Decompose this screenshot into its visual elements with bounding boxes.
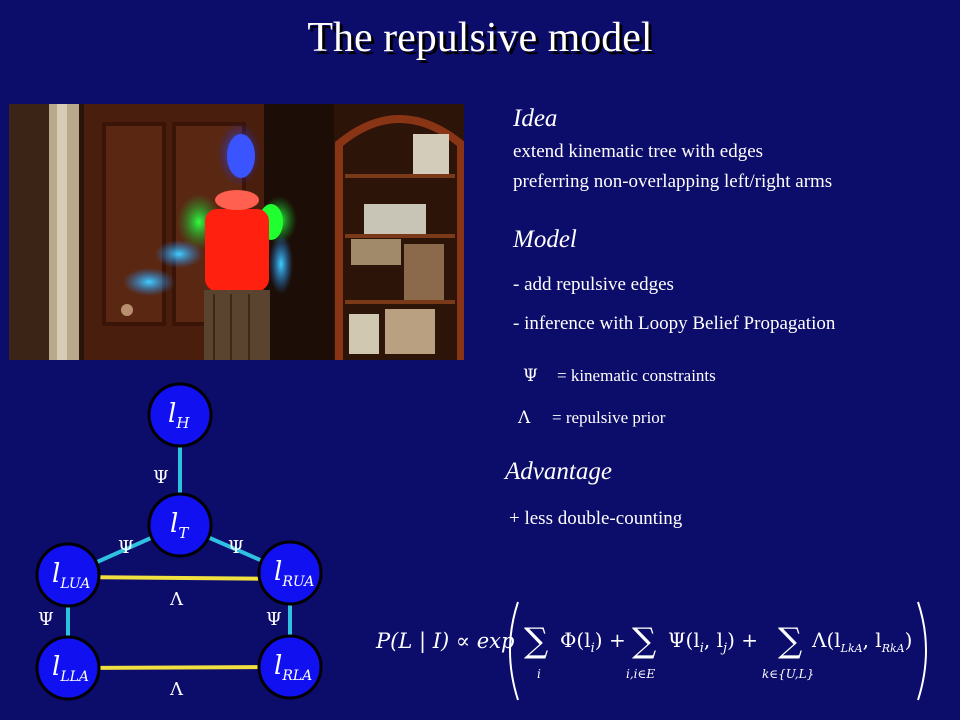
label-lua-lla: Ψ [38, 609, 54, 630]
svg-text:lLUA: lLUA [52, 559, 90, 592]
label-torso-rua: Ψ [228, 537, 244, 558]
lambda-description: = repulsive prior [552, 408, 666, 427]
formula-sum1-index: i [537, 667, 541, 681]
node-left-lower-arm: lLLA [35, 635, 101, 701]
scene-photo-illustration [9, 104, 464, 360]
svg-text:lH: lH [168, 399, 190, 432]
idea-line-1: extend kinematic tree with edges [513, 141, 764, 162]
node-head: lH [147, 382, 213, 448]
node-right-upper-arm: lRUA [257, 540, 323, 606]
formula-left-paren [509, 601, 519, 701]
legend-lambda: Λ = repulsive prior [518, 408, 665, 428]
formula-sigma-2: ∑ [632, 621, 656, 661]
svg-text:lRUA: lRUA [274, 557, 314, 590]
slide-title: The repulsive model [307, 15, 653, 61]
label-head-torso: Ψ [153, 467, 169, 488]
formula-sum3-term: Λ(lLkA, lRkA) [811, 628, 912, 655]
advantage-item-1: + less double-counting [509, 508, 683, 529]
formula-sigma-1: ∑ [524, 621, 548, 661]
formula-lhs: P(L | I) ∝ exp [375, 629, 514, 654]
psi-symbol: Ψ [523, 366, 538, 386]
label-repulsive-upper: Λ [169, 589, 184, 610]
scene-photo [9, 104, 464, 360]
svg-text:lLLA: lLLA [52, 652, 89, 685]
svg-text:lT: lT [170, 509, 189, 542]
model-item-2: - inference with Loopy Belief Propagatio… [513, 313, 836, 334]
body-part-graph: Ψ Ψ Ψ Ψ Ψ Λ Λ lH lT lLUA lRUA lLLA lRLA [35, 382, 323, 701]
advantage-heading: Advantage [505, 458, 612, 485]
node-left-upper-arm: lLUA [35, 542, 101, 608]
model-heading: Model [513, 226, 577, 253]
formula-sum1-term: Φ(li) + [560, 628, 626, 656]
edge-repulsive-upper [67, 575, 291, 581]
formula-right-paren [917, 601, 927, 701]
formula-sum3-index: k∈{U,L} [762, 667, 814, 681]
idea-line-2: preferring non-overlapping left/right ar… [513, 171, 833, 192]
formula-sum2-term: Ψ(li, lj) + [668, 628, 758, 656]
node-torso: lT [147, 492, 213, 558]
svg-text:lRLA: lRLA [274, 651, 312, 684]
label-repulsive-lower: Λ [169, 679, 184, 700]
idea-heading: Idea [513, 105, 558, 132]
model-item-1: - add repulsive edges [513, 274, 674, 295]
lambda-symbol: Λ [518, 408, 531, 428]
label-rua-rla: Ψ [266, 609, 282, 630]
formula-sigma-3: ∑ [778, 621, 802, 661]
edge-repulsive-lower [67, 665, 291, 670]
formula-sum2-index: i,i∈E [626, 667, 655, 681]
legend-psi: Ψ = kinematic constraints [523, 366, 716, 386]
posterior-formula: P(L | I) ∝ exp ∑ i Φ(li) + ∑ i,i∈E Ψ(li,… [375, 601, 927, 701]
label-torso-lua: Ψ [118, 537, 134, 558]
node-right-lower-arm: lRLA [257, 634, 323, 700]
psi-description: = kinematic constraints [557, 366, 716, 385]
